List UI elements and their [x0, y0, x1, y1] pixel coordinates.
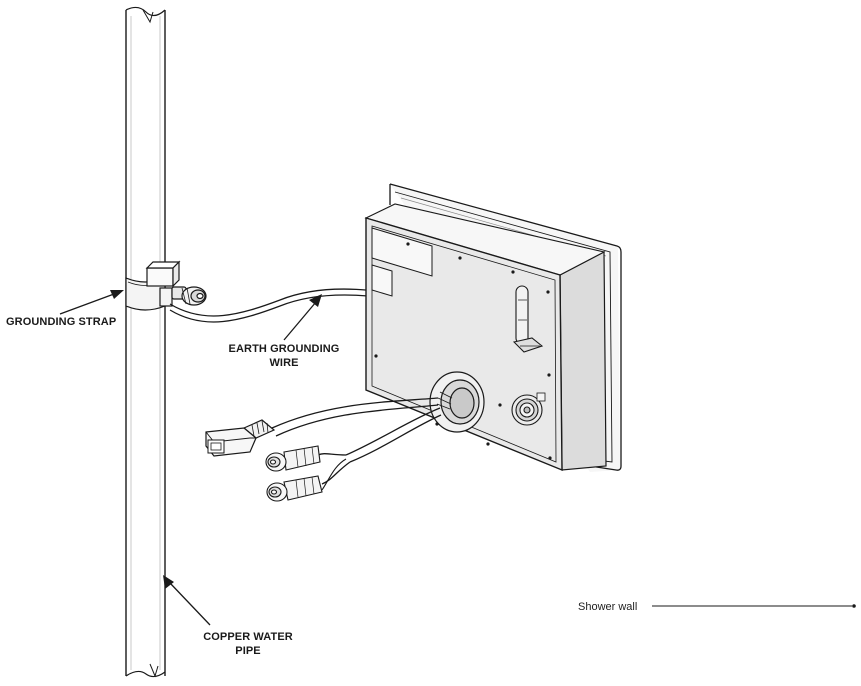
callout-arrow-grounding-strap — [59, 290, 124, 315]
cable-gland — [429, 371, 485, 433]
label-copper-water-pipe: COPPER WATER PIPE — [196, 630, 300, 658]
round-connector — [511, 392, 546, 426]
label-grounding-strap-text: GROUNDING STRAP — [6, 316, 117, 328]
label-earth-grounding-wire: EARTH GROUNDING WIRE — [222, 342, 346, 370]
callout-arrow-copper-pipe — [163, 575, 211, 626]
control-panel-enclosure — [364, 203, 607, 472]
label-earth-wire-line2: WIRE — [269, 357, 299, 369]
rj45-connector — [205, 419, 276, 457]
label-shower-wall-text: Shower wall — [578, 601, 638, 613]
callout-arrow-earth-wire — [283, 294, 322, 341]
label-earth-wire-line1: EARTH GROUNDING — [228, 343, 340, 355]
cable-harness — [271, 397, 442, 491]
label-copper-pipe-line2: PIPE — [235, 645, 261, 657]
sensor-connector-upper — [265, 445, 321, 472]
label-shower-wall: Shower wall — [578, 600, 637, 614]
label-copper-pipe-line1: COPPER WATER — [203, 631, 293, 643]
label-grounding-strap: GROUNDING STRAP — [6, 315, 116, 329]
grounding-strap — [125, 260, 207, 311]
callout-line-shower-wall — [652, 604, 856, 608]
sensor-connector-lower — [266, 475, 323, 502]
antenna — [512, 285, 544, 353]
copper-water-pipe — [125, 6, 166, 678]
